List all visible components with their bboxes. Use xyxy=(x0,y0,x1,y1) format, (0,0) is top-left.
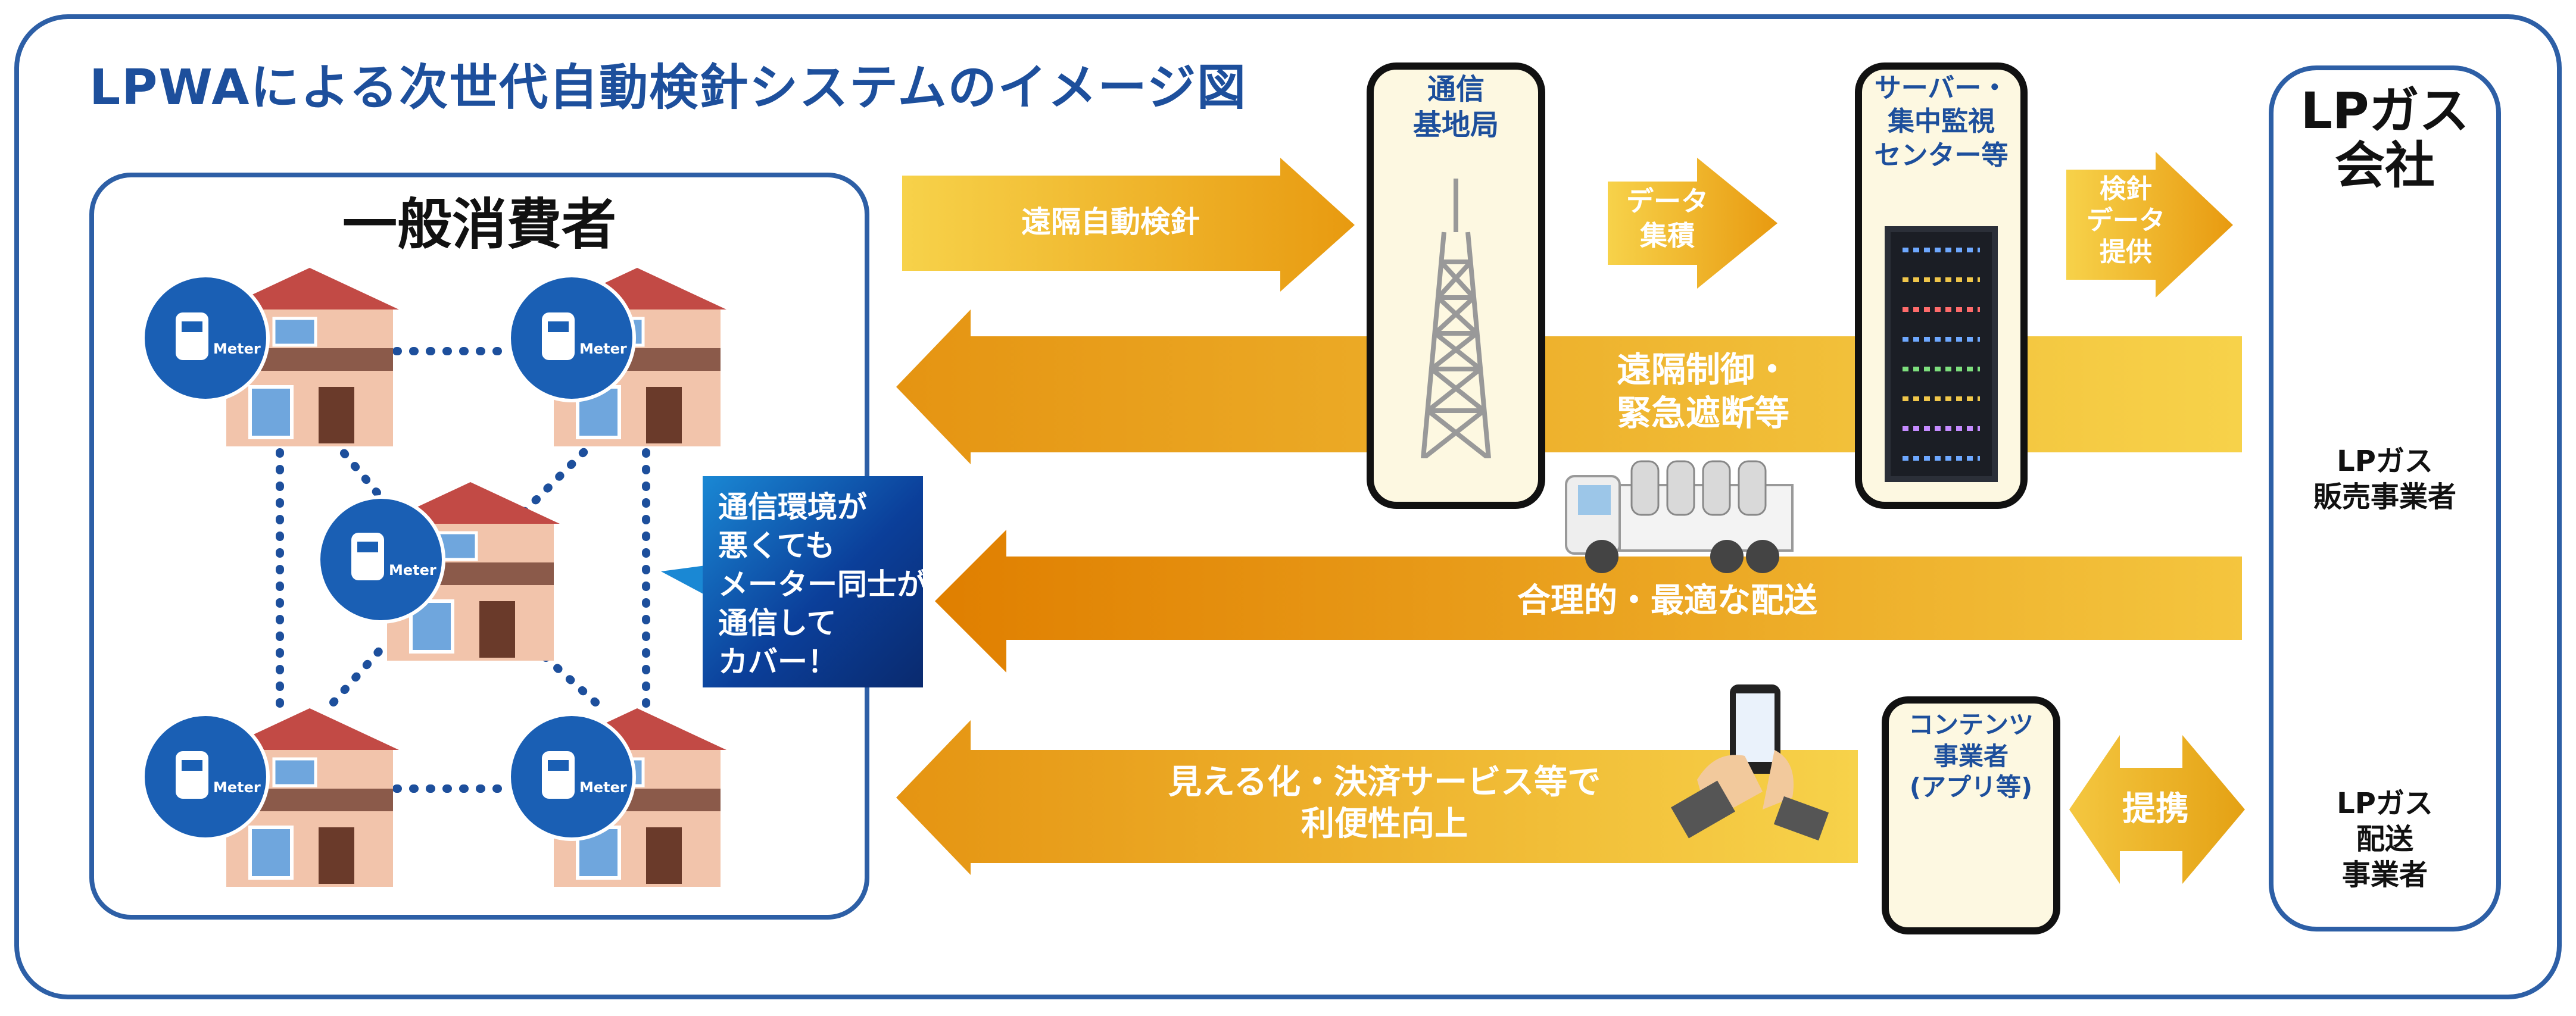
delivery-line3: 事業者 xyxy=(2341,858,2428,892)
meter-icon-4: Meter xyxy=(141,712,270,841)
callout-line2: 悪くても xyxy=(718,529,835,563)
mesh-callout: 通信環境が 悪くても メーター同士が 通信して カバー！ xyxy=(703,476,927,687)
callout-pointer xyxy=(661,565,706,595)
lpgas-company-title: LPガス 会社 xyxy=(2269,83,2501,193)
meter-icon-1: Meter xyxy=(141,274,270,402)
content-provider-line1: コンテンツ xyxy=(1908,710,2034,739)
callout-line5: カバー！ xyxy=(718,645,837,679)
truck-icon xyxy=(1565,460,1794,573)
remote-control-line2: 緊急遮断等 xyxy=(1616,392,1789,433)
content-provider-line3: (アプリ等) xyxy=(1909,773,2033,802)
callout-line4: 通信して xyxy=(718,606,837,640)
data-collect-line1: データ xyxy=(1626,185,1708,217)
seller-line2: 販売事業者 xyxy=(2313,480,2456,514)
server-line1: サーバー・ xyxy=(1874,72,2009,104)
server-line3: センター等 xyxy=(1874,139,2009,171)
data-provide-line2: データ xyxy=(2087,205,2165,236)
company-title-line1: LPガス xyxy=(2300,82,2469,140)
meter-label-3: Meter xyxy=(389,562,436,579)
seller-label: LPガス 販売事業者 xyxy=(2269,443,2501,515)
content-provider-label: コンテンツ 事業者 (アプリ等) xyxy=(1882,709,2060,804)
smartphone-hand-icon xyxy=(1671,684,1829,841)
arrow-data-provide xyxy=(2066,152,2233,298)
meter-label-1: Meter xyxy=(213,340,261,357)
arrow-label-remote-reading: 遠隔自動検針 xyxy=(1021,205,1200,239)
arrow-label-delivery: 合理的・最適な配送 xyxy=(1517,582,1817,620)
arrow-services xyxy=(896,720,1858,875)
data-provide-line3: 提供 xyxy=(2100,236,2152,267)
meter-label-5: Meter xyxy=(579,779,627,796)
arrow-label-remote-control: 遠隔制御・ 緊急遮断等 xyxy=(1548,348,1858,434)
data-collect-line2: 集積 xyxy=(1640,219,1695,252)
base-station-line2: 基地局 xyxy=(1412,108,1499,142)
callout-line3: メーター同士が xyxy=(718,567,927,602)
content-provider-box xyxy=(1882,696,2060,934)
arrow-label-partnership: 提携 xyxy=(2122,790,2189,829)
meter-label-4: Meter xyxy=(213,779,261,796)
meter-label-2: Meter xyxy=(579,340,627,357)
house-top-left xyxy=(220,268,399,446)
arrow-delivery xyxy=(935,530,2242,673)
tower-icon xyxy=(1421,179,1491,458)
arrow-data-collect xyxy=(1608,158,1777,289)
server-label: サーバー・ 集中監視 センター等 xyxy=(1855,71,2028,172)
page-title: LPWAによる次世代自動検針システムのイメージ図 xyxy=(89,60,1248,116)
arrow-partnership xyxy=(2069,735,2245,884)
arrow-remote-reading xyxy=(902,158,1355,292)
server-rack-icon xyxy=(1885,226,1998,482)
lpgas-company-box xyxy=(2269,65,2501,931)
data-provide-line1: 検針 xyxy=(2100,174,2152,204)
delivery-line2: 配送 xyxy=(2356,823,2413,856)
server-line2: 集中監視 xyxy=(1887,105,1995,137)
company-title-line2: 会社 xyxy=(2334,136,2435,195)
meter-icon-2: Meter xyxy=(507,274,636,402)
content-provider-line2: 事業者 xyxy=(1933,741,2009,771)
seller-line1: LPガス xyxy=(2337,445,2433,478)
arrow-label-data-provide: 検針 データ 提供 xyxy=(2066,174,2185,268)
delivery-line1: LPガス xyxy=(2337,787,2433,820)
callout-line1: 通信環境が xyxy=(718,490,867,524)
base-station-line1: 通信 xyxy=(1427,73,1485,106)
meter-icon-5: Meter xyxy=(507,712,636,841)
services-line1: 見える化・決済サービス等で xyxy=(1168,763,1601,802)
arrow-label-data-collect: データ 集積 xyxy=(1608,185,1727,253)
arrow-label-services: 見える化・決済サービス等で 利便性向上 xyxy=(1102,762,1667,845)
services-line2: 利便性向上 xyxy=(1301,805,1468,843)
delivery-label: LPガス 配送 事業者 xyxy=(2269,786,2501,893)
meter-icon-3: Meter xyxy=(317,495,445,624)
remote-control-line1: 遠隔制御・ xyxy=(1616,349,1789,390)
base-station-label: 通信 基地局 xyxy=(1367,71,1545,143)
consumer-title: 一般消費者 xyxy=(342,193,616,257)
